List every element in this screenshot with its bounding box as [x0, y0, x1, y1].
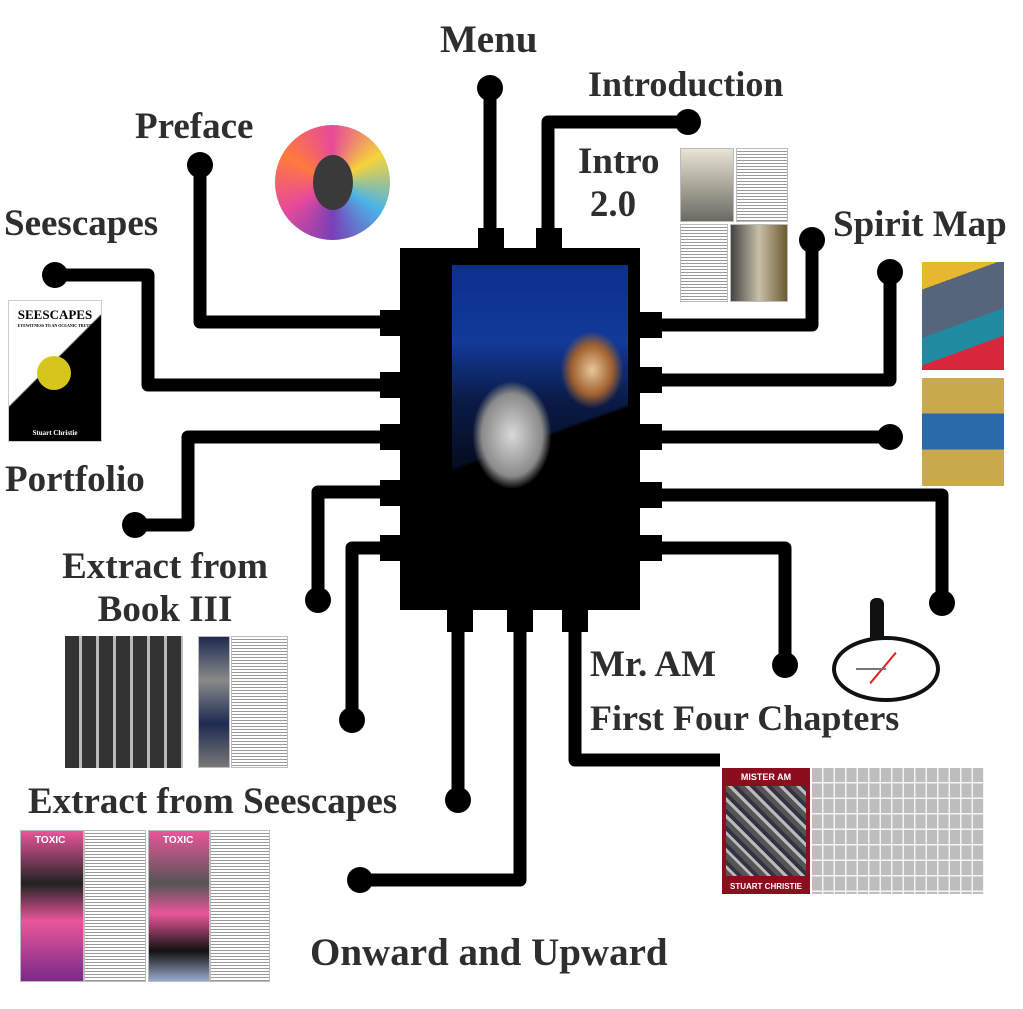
preface-mandala-image[interactable]: [275, 125, 390, 240]
cover-title: SEESCAPES: [17, 307, 93, 322]
trace-mr-am-book: [568, 610, 720, 767]
node-onward: [347, 867, 373, 893]
intro2-line1: Intro: [578, 141, 660, 182]
book3-collage-image[interactable]: [65, 636, 183, 768]
spirit-map-image-1[interactable]: [922, 262, 1004, 370]
node-portfolio: [122, 512, 148, 538]
clock-icon: [832, 636, 940, 702]
trace-portfolio: [135, 430, 400, 532]
trace-introduction: [541, 115, 688, 250]
node-intro2: [799, 227, 825, 253]
toxic-title: TOXIC: [35, 835, 66, 846]
toxic-title-2: TOXIC: [163, 835, 194, 846]
node-clock: [929, 590, 955, 616]
node-seescapes: [42, 262, 68, 288]
trace-intro2: [640, 240, 819, 332]
node-book3: [305, 587, 331, 613]
book3-pages-image[interactable]: [198, 636, 288, 768]
node-preface: [187, 152, 213, 178]
menu-link[interactable]: Menu: [440, 18, 538, 61]
mask-icon: [313, 155, 353, 210]
extract-seescapes-link[interactable]: Extract from Seescapes: [28, 781, 398, 822]
mister-am-author: STUART CHRISTIE: [730, 882, 802, 891]
mister-am-pages-image[interactable]: [812, 768, 984, 894]
onward-upward-link[interactable]: Onward and Upward: [310, 931, 668, 974]
node-book3-2: [339, 707, 365, 733]
spirit-map-link[interactable]: Spirit Map: [833, 204, 1007, 245]
mister-am-title: MISTER AM: [740, 772, 792, 782]
seescapes-cover-image[interactable]: SEESCAPES EYEWITNESS TO AN OCEANIC TRUTH…: [8, 300, 102, 442]
trace-seescapes: [55, 268, 400, 392]
first-four-chapters-link[interactable]: First Four Chapters: [590, 698, 900, 738]
extract-book3-link[interactable]: Extract from Book III: [50, 548, 280, 628]
portrait-photo: [452, 265, 628, 570]
clock-gunman-image[interactable]: [830, 598, 940, 702]
node-introduction: [675, 109, 701, 135]
seescapes-link[interactable]: Seescapes: [4, 203, 159, 244]
extract-seescapes-pages-image[interactable]: TOXIC TOXIC: [20, 830, 270, 982]
node-menu: [477, 75, 503, 101]
node-mr-am: [772, 652, 798, 678]
mister-am-cover-image[interactable]: MISTER AM STUART CHRISTIE: [722, 768, 810, 894]
intro2-line2: 2.0: [589, 184, 637, 225]
preface-link[interactable]: Preface: [135, 106, 254, 147]
trace-clock: [640, 488, 949, 603]
cover-subtitle: EYEWITNESS TO AN OCEANIC TRUTH: [17, 323, 93, 328]
trace-extract-book3: [311, 485, 400, 600]
intro2-link[interactable]: Intro 2.0: [578, 141, 660, 225]
trace-extract-book3-2: [345, 541, 400, 720]
node-spirit-map: [877, 259, 903, 285]
extract-book3-line1: Extract from: [62, 546, 268, 587]
mr-am-link[interactable]: Mr. AM: [590, 644, 717, 685]
trace-onward: [360, 610, 527, 887]
extract-book3-line2: Book III: [97, 589, 233, 630]
node-spirit-map-2: [877, 424, 903, 450]
cover-author: Stuart Christie: [32, 429, 78, 437]
chip-pins: [380, 228, 662, 632]
portfolio-link[interactable]: Portfolio: [5, 459, 145, 500]
trace-mr-am: [640, 541, 792, 665]
spirit-map-image-2[interactable]: [922, 378, 1004, 486]
trace-spirit-map: [640, 272, 897, 387]
node-extract-seescapes: [445, 787, 471, 813]
introduction-link[interactable]: Introduction: [588, 64, 784, 104]
intro2-collage-image[interactable]: [680, 148, 788, 303]
moon-face-icon: [37, 356, 71, 390]
trace-preface: [193, 165, 400, 329]
gunman-figure-icon: [870, 598, 884, 648]
